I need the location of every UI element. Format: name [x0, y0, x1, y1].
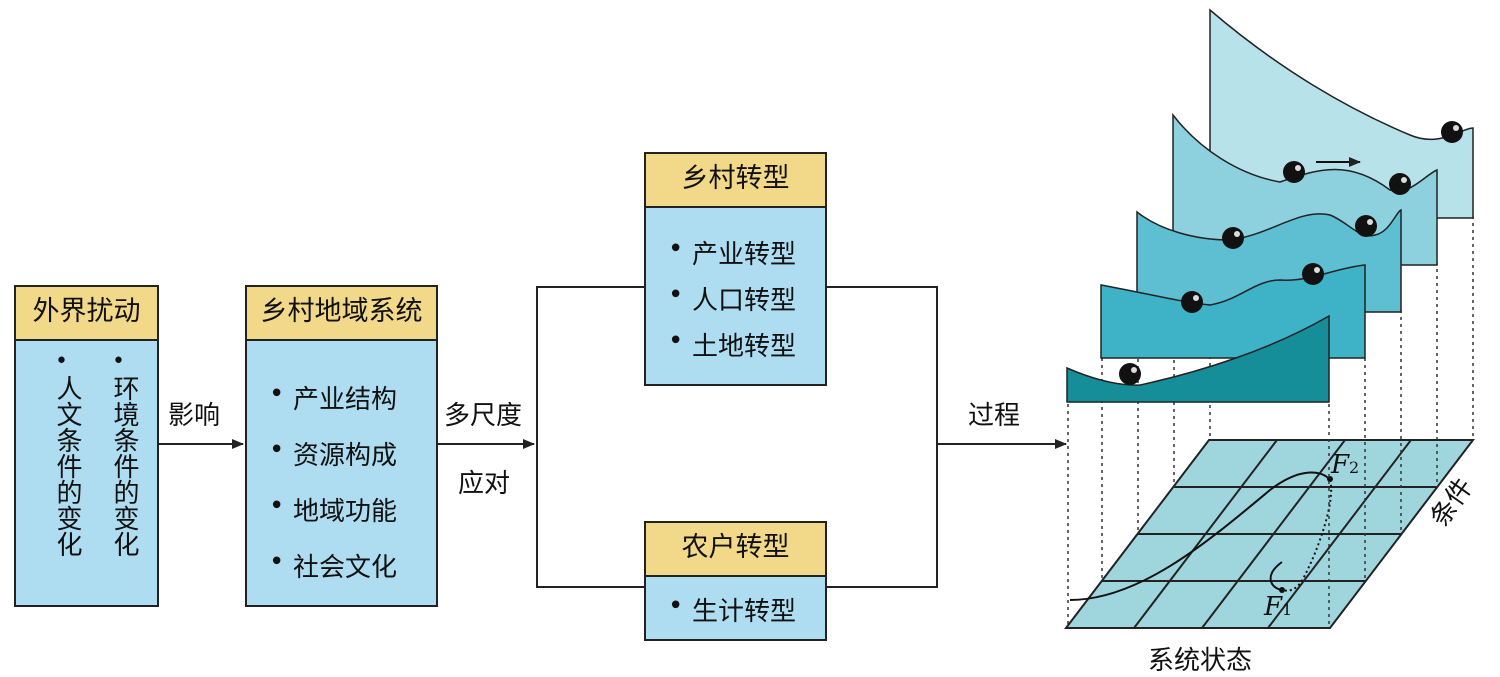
external-disturbance-title: 外界扰动 — [16, 287, 157, 341]
ball-icon — [1283, 161, 1305, 183]
landscape-surfaces — [1066, 8, 1474, 403]
ball-icon — [1181, 291, 1203, 313]
influence-label: 影响 — [168, 401, 221, 431]
axis-system-state: 系统状态 — [1148, 646, 1253, 676]
list-item: 社会文化 — [247, 547, 436, 603]
f2-label: F2 — [1331, 450, 1360, 480]
rural-system-box: 乡村地域系统 产业结构 资源构成 地域功能 社会文化 — [245, 285, 438, 607]
bullet-icon: • — [112, 349, 125, 374]
human-condition-change: 人文条件的变化 — [52, 375, 82, 557]
ball-icon — [1441, 121, 1463, 143]
list-item: 地域功能 — [247, 491, 436, 547]
surface-1 — [1066, 314, 1330, 403]
rural-system-title: 乡村地域系统 — [247, 287, 436, 341]
multi-scale-label: 多尺度 — [444, 401, 523, 431]
list-item: 产业结构 — [247, 379, 436, 435]
state-plane — [1063, 439, 1476, 629]
external-disturbance-box: 外界扰动 • • 人文条件的变化 环境条件的变化 — [14, 285, 159, 607]
ball-icon — [1355, 215, 1377, 237]
right-bracket — [827, 286, 938, 588]
household-transition-box: 农户转型 生计转型 — [644, 521, 827, 641]
list-item: 土地转型 — [646, 326, 825, 372]
household-transition-list: 生计转型 — [646, 577, 825, 637]
list-item: 资源构成 — [247, 435, 436, 491]
environment-condition-change: 环境条件的变化 — [109, 375, 139, 557]
rural-system-list: 产业结构 资源构成 地域功能 社会文化 — [247, 341, 436, 603]
ball-icon — [1119, 363, 1141, 385]
state-balls — [1119, 121, 1463, 385]
response-label: 应对 — [458, 469, 511, 499]
process-label: 过程 — [968, 401, 1021, 431]
ball-icon — [1222, 227, 1244, 249]
bullet-icon: • — [55, 349, 68, 374]
household-transition-title: 农户转型 — [646, 523, 825, 577]
ball-icon — [1389, 173, 1411, 195]
rural-transition-title: 乡村转型 — [646, 154, 825, 208]
list-item: 生计转型 — [646, 591, 825, 637]
f1-label: F1 — [1264, 592, 1293, 622]
rural-transition-box: 乡村转型 产业转型 人口转型 土地转型 — [644, 152, 827, 386]
list-item: 人口转型 — [646, 280, 825, 326]
rural-transition-list: 产业转型 人口转型 土地转型 — [646, 208, 825, 372]
external-disturbance-body: • • 人文条件的变化 环境条件的变化 — [16, 341, 157, 607]
left-bracket — [536, 286, 644, 588]
ball-icon — [1302, 263, 1324, 285]
list-item: 产业转型 — [646, 234, 825, 280]
